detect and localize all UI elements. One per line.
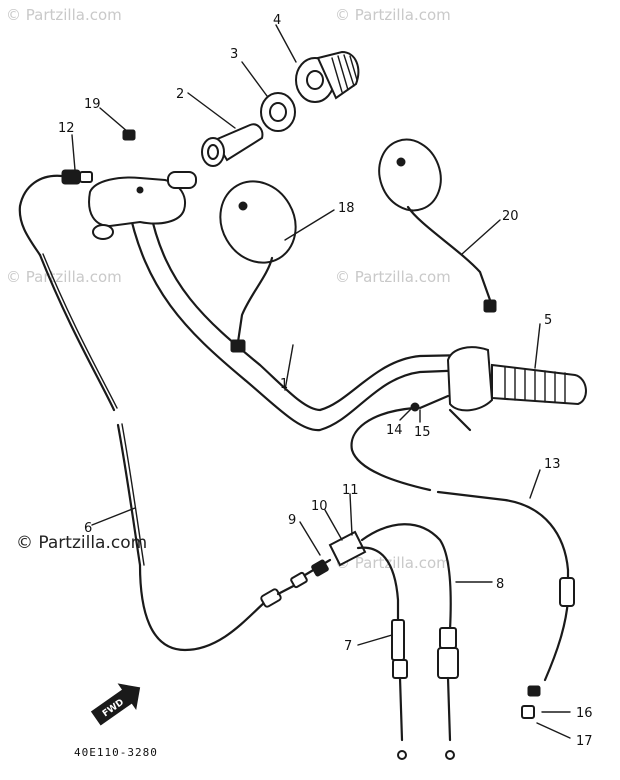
callout-13: 13 [544, 457, 561, 472]
callout-19: 19 [84, 97, 101, 112]
callout-20: 20 [502, 209, 519, 224]
callout-3: 3 [230, 47, 238, 62]
mirror-part-20 [378, 138, 497, 313]
cable-part-8 [437, 627, 459, 760]
throttle-sleeve-part [201, 123, 264, 167]
handlebar-part [126, 203, 472, 432]
callout-18: 18 [338, 201, 355, 216]
callout-labels: 1 2 3 4 5 6 7 8 9 10 11 12 13 14 15 16 1… [58, 13, 593, 749]
left-switch-housing [88, 171, 197, 240]
left-grip-part [295, 50, 360, 103]
diagram-code: 40E110-3280 [74, 746, 158, 759]
leader-lines [71, 24, 571, 739]
fwd-arrow-mark: FWD [90, 683, 141, 726]
callout-16: 16 [576, 706, 593, 721]
mirror-part-18 [219, 180, 297, 353]
callout-12: 12 [58, 121, 75, 136]
callout-5: 5 [544, 313, 552, 328]
watermark-low-right: © Partzilla.com [335, 554, 451, 572]
watermark-top-right: © Partzilla.com [335, 6, 451, 24]
right-grip-part [410, 346, 587, 432]
watermark-top-left: © Partzilla.com [6, 6, 122, 24]
callout-6: 6 [84, 521, 92, 536]
junction-box-part [303, 523, 452, 652]
callout-9: 9 [288, 513, 296, 528]
cable-end-12 [18, 169, 93, 257]
callout-15: 15 [414, 425, 431, 440]
cable-part-13 [350, 406, 575, 719]
callout-4: 4 [273, 13, 281, 28]
callout-2: 2 [176, 87, 184, 102]
watermark-mid-left: © Partzilla.com [6, 268, 122, 286]
callout-7: 7 [344, 639, 352, 654]
watermark-prominent: © Partzilla.com [16, 533, 147, 553]
callout-14: 14 [386, 423, 403, 438]
callout-11: 11 [342, 483, 359, 498]
watermark-layer: © Partzilla.com © Partzilla.com © Partzi… [6, 6, 451, 572]
watermark-mid-right: © Partzilla.com [335, 268, 451, 286]
cap-part-19 [122, 129, 136, 141]
callout-8: 8 [496, 577, 504, 592]
callout-10: 10 [311, 499, 328, 514]
callout-17: 17 [576, 734, 593, 749]
cable-part-7 [391, 619, 408, 760]
washer-part [260, 92, 296, 132]
callout-1: 1 [280, 377, 288, 392]
cable-part-6 [38, 253, 308, 652]
